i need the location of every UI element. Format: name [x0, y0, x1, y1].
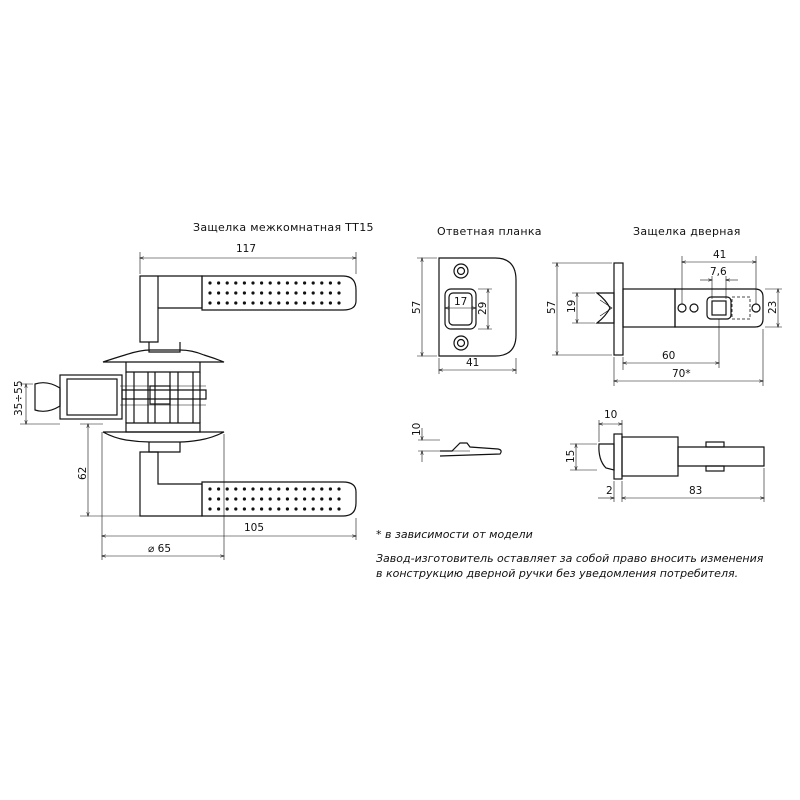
disclaimer-line-1: Завод-изготовитель оставляет за собой пр… — [376, 552, 764, 565]
lower-rosette — [102, 431, 225, 443]
door-latch-top: 57 19 23 41 7,6 60 70* — [546, 249, 782, 386]
dim-side-2: 2 — [606, 485, 613, 497]
strike-plate-title: Ответная планка — [437, 225, 542, 238]
dim-dia-65: ⌀ 65 — [148, 543, 171, 555]
dim-side-15: 15 — [565, 450, 577, 463]
strike-plate: 57 41 17 29 — [411, 257, 517, 374]
dim-62: 62 — [77, 467, 89, 480]
dim-strike-10: 10 — [411, 423, 423, 436]
dim-105: 105 — [244, 522, 264, 534]
left-latch — [34, 374, 207, 420]
dim-strike-17: 17 — [454, 296, 467, 308]
dim-latch-41: 41 — [713, 249, 726, 261]
dim-latch-60: 60 — [662, 350, 675, 362]
upper-lever-dot-pattern — [208, 281, 341, 305]
dim-35-55: 35÷55 — [13, 380, 25, 416]
dim-latch-57: 57 — [546, 301, 558, 314]
upper-lever — [139, 275, 357, 343]
dim-latch-19: 19 — [566, 300, 578, 313]
dim-latch-7-6: 7,6 — [710, 266, 727, 278]
dim-strike-41: 41 — [466, 357, 479, 369]
handle-assembly: 117 35÷55 62 105 ⌀ 65 — [13, 243, 357, 560]
upper-rosette — [102, 349, 225, 363]
dim-strike-57: 57 — [411, 301, 423, 314]
door-latch-side: 10 15 2 83 — [565, 409, 765, 502]
dim-latch-70: 70* — [672, 368, 691, 380]
door-latch-title: Защелка дверная — [633, 225, 741, 238]
dim-side-83: 83 — [689, 485, 702, 497]
dim-side-10: 10 — [604, 409, 617, 421]
footnote: * в зависимости от модели — [376, 528, 533, 541]
main-title: Защелка межкомнатная ТТ15 — [193, 221, 374, 234]
dim-117: 117 — [236, 243, 256, 255]
disclaimer-line-2: в конструкцию дверной ручки без уведомле… — [376, 567, 739, 580]
lower-lever-dot-pattern — [208, 487, 341, 511]
strike-plate-side: 10 — [411, 423, 502, 462]
dim-strike-29: 29 — [477, 302, 489, 315]
dim-latch-23: 23 — [767, 301, 779, 314]
lower-lever — [139, 442, 357, 517]
